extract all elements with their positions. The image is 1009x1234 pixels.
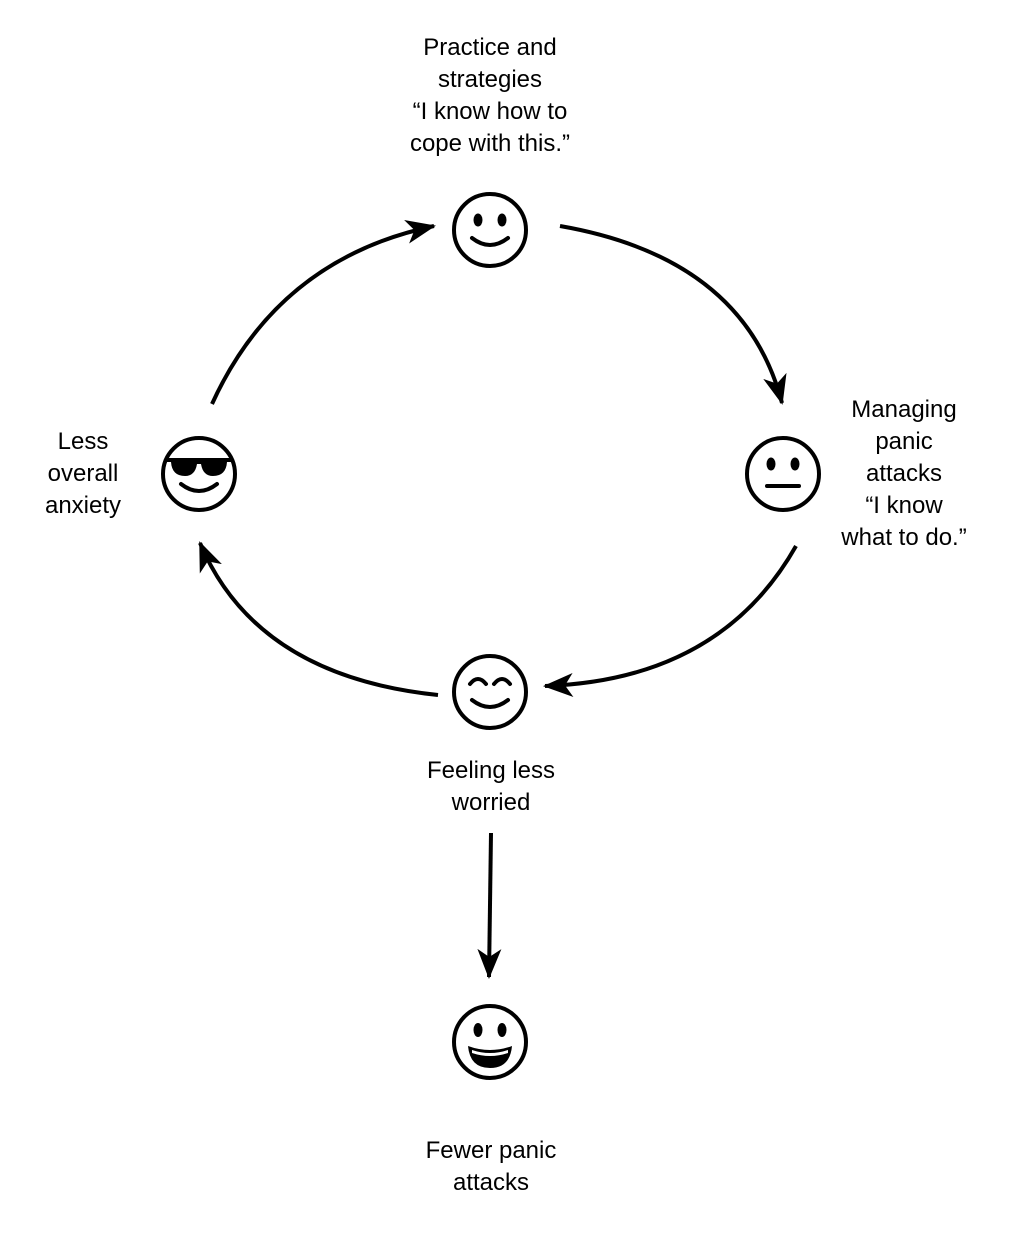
label-managing: Managing panic attacks “I know what to d…: [814, 394, 994, 554]
slightly-smiling-face-icon: [452, 192, 528, 268]
label-line: panic: [875, 428, 933, 455]
arrow-practice-to-managing: [559, 224, 787, 405]
arrow-managing-to-worried: [543, 545, 798, 698]
label-line: anxiety: [44, 492, 122, 519]
smiling-face-with-smiling-eyes-icon: [452, 654, 528, 730]
label-anxiety: Less overall anxiety: [23, 426, 143, 522]
label-line: attacks: [452, 1169, 530, 1196]
label-line: “I know: [865, 492, 943, 519]
label-line: overall: [47, 460, 119, 487]
label-line: what to do.”: [841, 524, 967, 551]
label-line: strategies: [437, 66, 543, 93]
label-line: worried: [451, 789, 531, 816]
label-worried: Feeling less worried: [391, 755, 591, 819]
label-line: Fewer panic: [425, 1137, 557, 1164]
smiling-face-with-sunglasses-icon: [161, 436, 237, 512]
label-line: Less: [57, 428, 109, 455]
arrow-worried-to-fewer: [477, 832, 502, 979]
grinning-face-icon: [452, 1004, 528, 1080]
label-line: attacks: [865, 460, 943, 487]
arrow-anxiety-to-practice: [210, 220, 436, 405]
label-fewer: Fewer panic attacks: [391, 1135, 591, 1199]
arrow-worried-to-anxiety: [198, 541, 439, 697]
neutral-face-icon: [745, 436, 821, 512]
label-practice: Practice and strategies “I know how to c…: [360, 32, 620, 160]
label-line: cope with this.”: [409, 130, 571, 157]
label-line: Practice and: [423, 34, 557, 61]
label-line: Managing: [851, 396, 957, 423]
label-line: Feeling less: [426, 757, 556, 784]
label-line: “I know how to: [412, 98, 568, 125]
